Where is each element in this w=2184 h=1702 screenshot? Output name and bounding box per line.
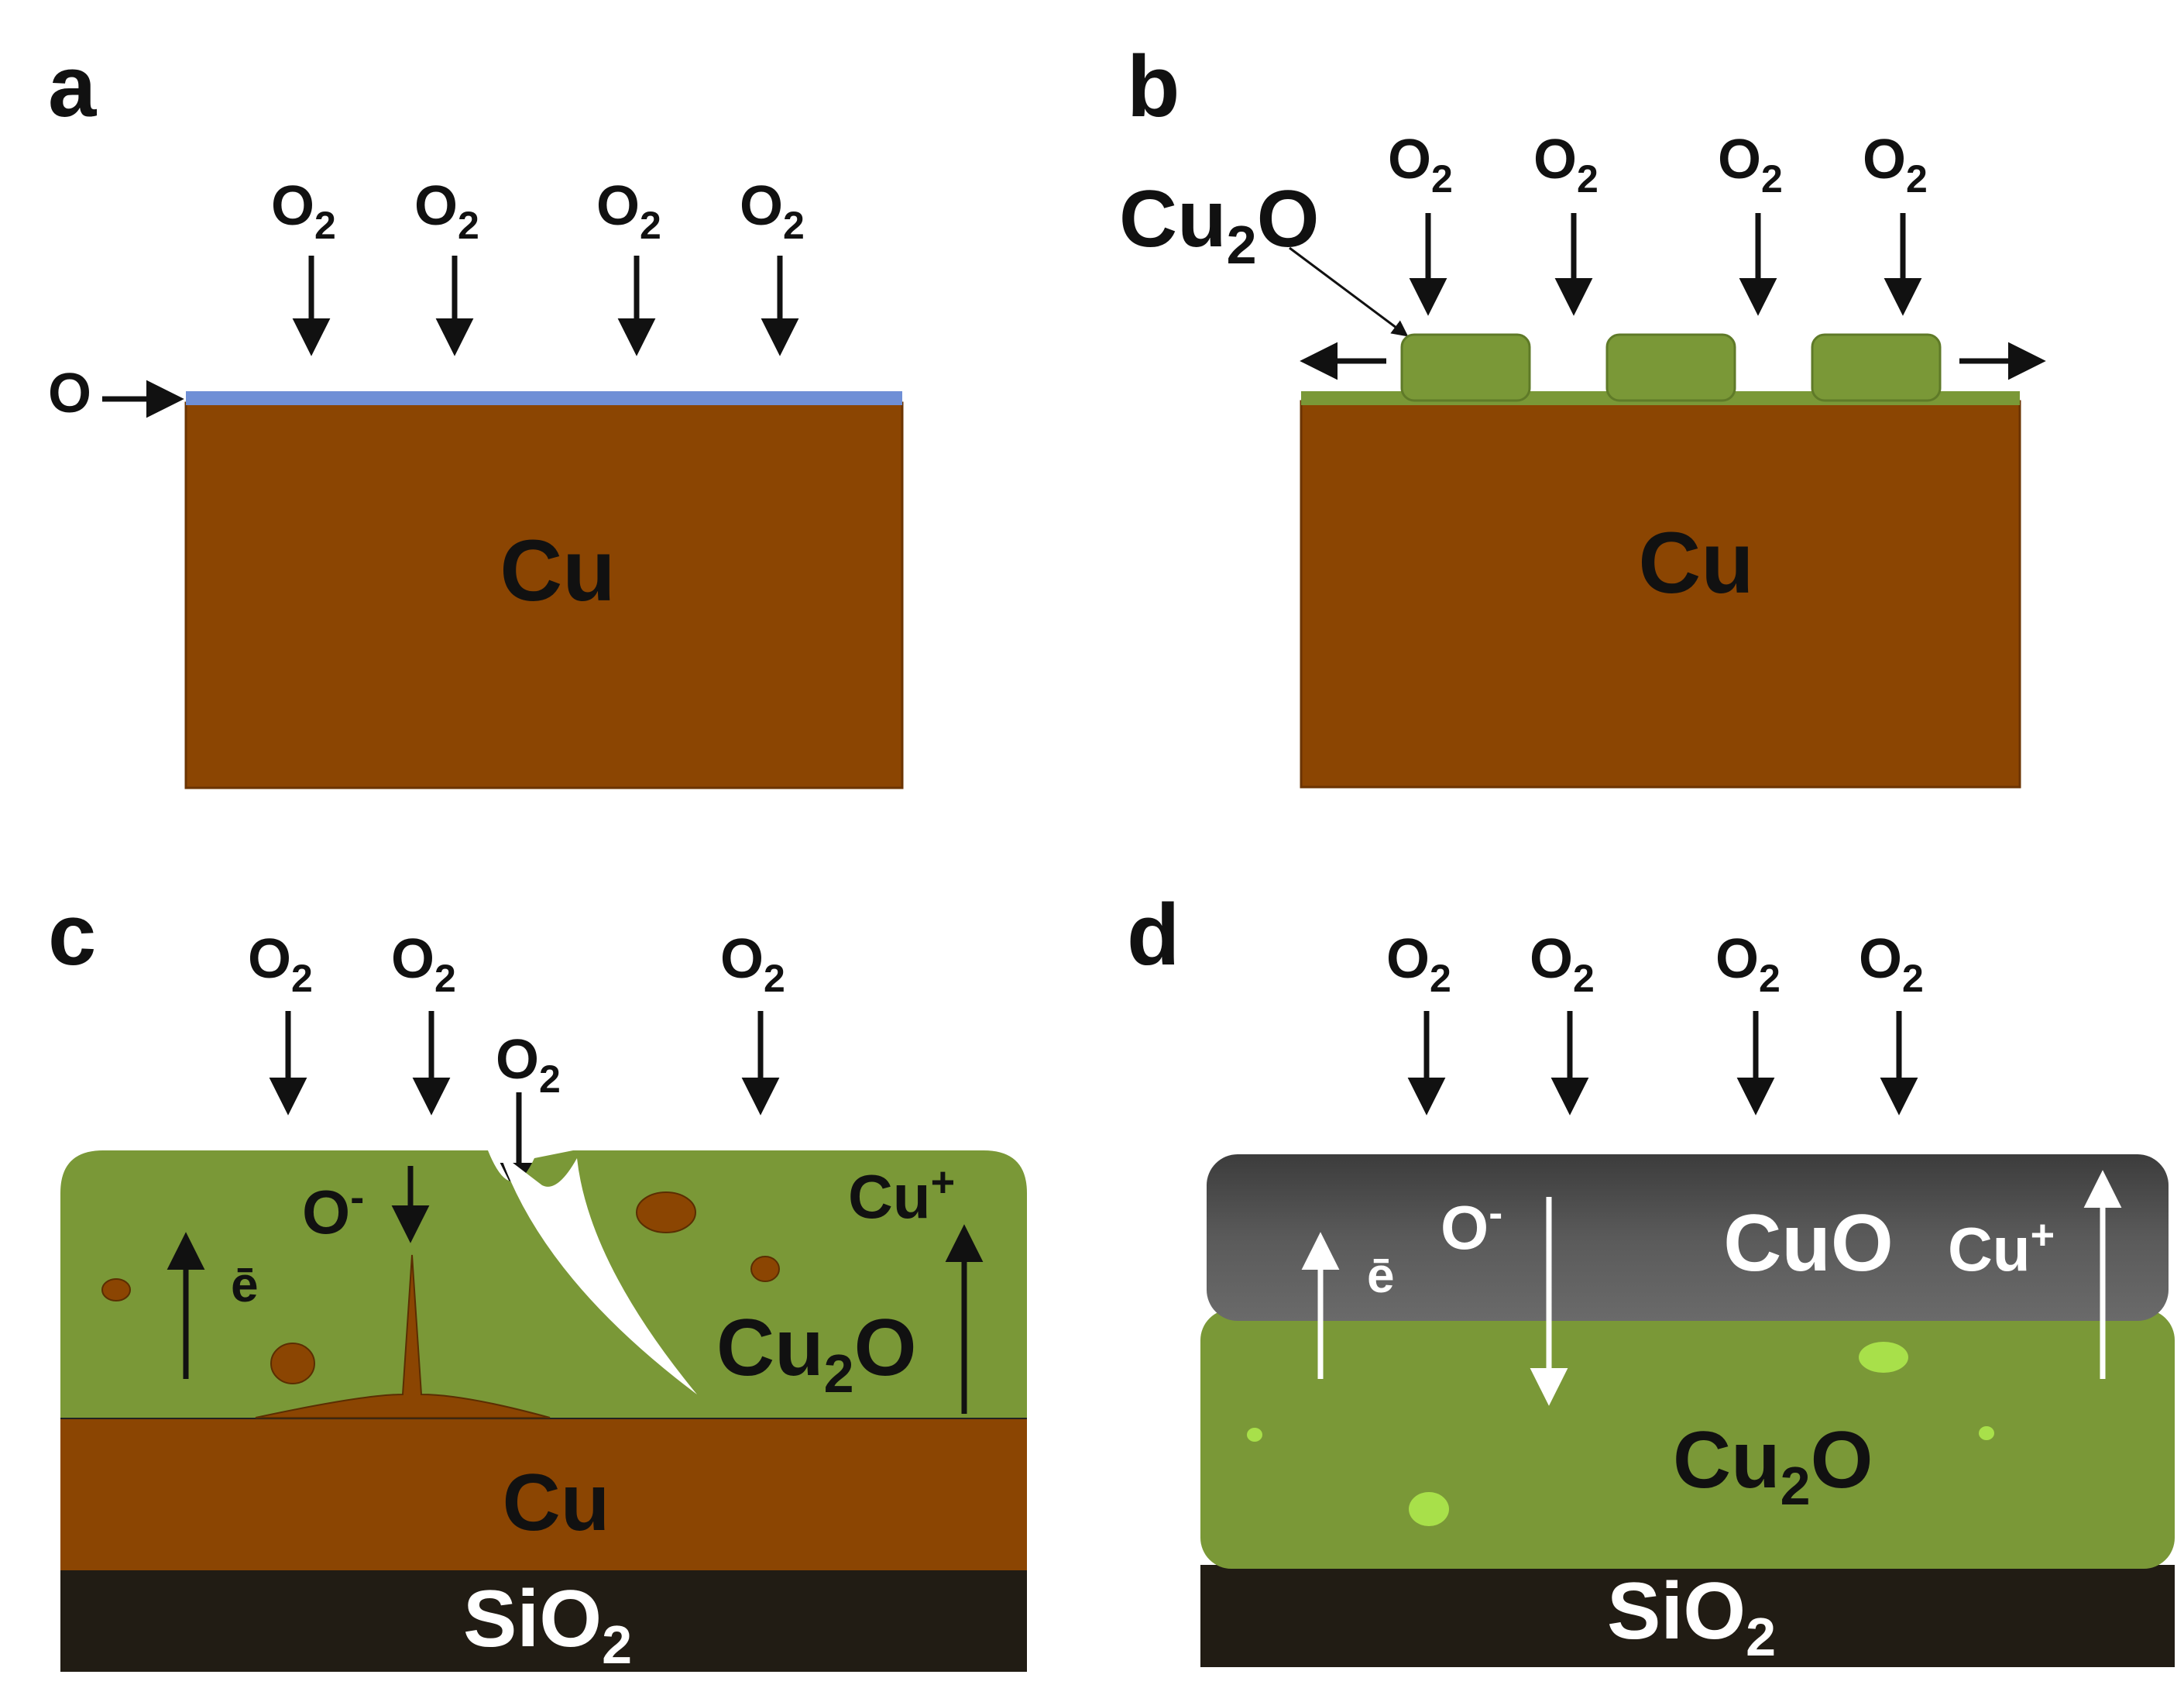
sio2-substrate [60,1569,1027,1672]
panel-d-label: d [1127,886,1180,983]
panel-a-label: a [48,38,97,135]
copper-ion-label: Cu+ [848,1159,955,1231]
cu2o-label: Cu2O [1119,174,1319,275]
panel-b-label: b [1127,38,1180,135]
panel-b: b O2 O2 O2 O2 Cu2O Cu [1119,38,2046,789]
cu2o-label: Cu2O [1673,1415,1873,1516]
copper-inclusion [101,1278,131,1301]
cu2o-label: Cu2O [716,1303,916,1404]
panel-c-o2-labels: O2 O2 O2 O2 [248,928,785,1101]
panel-c-label: c [48,886,96,983]
o2-label: O2 [1533,129,1599,201]
o2-label: O2 [740,175,805,247]
copper-label: Cu [500,522,615,619]
panel-a-o2-labels: O2 O2 O2 O2 [271,175,805,247]
oxygen-ion-label: O- [302,1174,364,1246]
panel-b-o2-labels: O2 O2 O2 O2 [1388,129,1928,201]
o2-label: O2 [1386,928,1451,1000]
o2-label: O2 [1863,129,1928,201]
panel-a-o2-arrows [292,256,799,356]
electron-label: ē [231,1257,259,1312]
crack [500,1153,697,1394]
o2-label: O2 [271,175,336,247]
copper-inclusion [270,1343,315,1384]
oxide-island [1605,333,1736,402]
oxide-island [1400,333,1531,402]
o2-label: O2 [496,1029,561,1101]
surface-film [186,391,902,405]
cuo-label: CuO [1723,1198,1894,1288]
copper-label: Cu [1638,514,1753,611]
panel-c: c O2 O2 O2 O2 O- ē Cu+ [48,886,1027,1675]
o2-label: O2 [1388,129,1453,201]
o2-label: O2 [1718,129,1783,201]
o2-label: O2 [414,175,479,247]
oxide-island [1811,333,1942,402]
o2-label: O2 [248,928,313,1000]
cu2o-inclusion [1859,1342,1908,1373]
surface-oxygen-label: O [48,363,91,425]
copper-inclusion [636,1191,696,1233]
cuo-layer [1207,1154,2169,1321]
o2-label: O2 [391,928,456,1000]
o2-label: O2 [720,928,785,1000]
oxygen-ion-label: O- [1441,1190,1502,1262]
sio2-label: SiO2 [463,1574,632,1675]
sio2-substrate [1200,1565,2175,1667]
panel-d-o2-arrows [1407,1011,1918,1116]
copper-inclusion [750,1256,780,1282]
o2-label: O2 [596,175,661,247]
cu2o-pointer-line [1289,246,1409,337]
electron-label: ē [1367,1247,1395,1303]
o2-label: O2 [1715,928,1781,1000]
panel-b-o2-arrows [1409,213,1922,316]
o2-label: O2 [1859,928,1924,1000]
sio2-label: SiO2 [1607,1566,1776,1667]
cu2o-inclusion [1247,1428,1262,1442]
panel-d-o2-labels: O2 O2 O2 O2 [1386,928,1924,1000]
copper-spike [255,1254,551,1418]
o2-label: O2 [1530,928,1595,1000]
copper-label: Cu [503,1458,610,1548]
copper-ion-label: Cu+ [1948,1212,2055,1284]
cu2o-inclusion [1979,1426,1994,1440]
panel-d: d O2 O2 O2 O2 ē O- CuO Cu+ Cu2O SiO2 [1127,886,2175,1667]
panel-a: a O2 O2 O2 O2 O Cu [48,38,904,789]
copper-layer [60,1418,1027,1570]
copper-block [1300,400,2021,789]
copper-block [184,401,904,789]
cu2o-inclusion [1409,1492,1449,1526]
